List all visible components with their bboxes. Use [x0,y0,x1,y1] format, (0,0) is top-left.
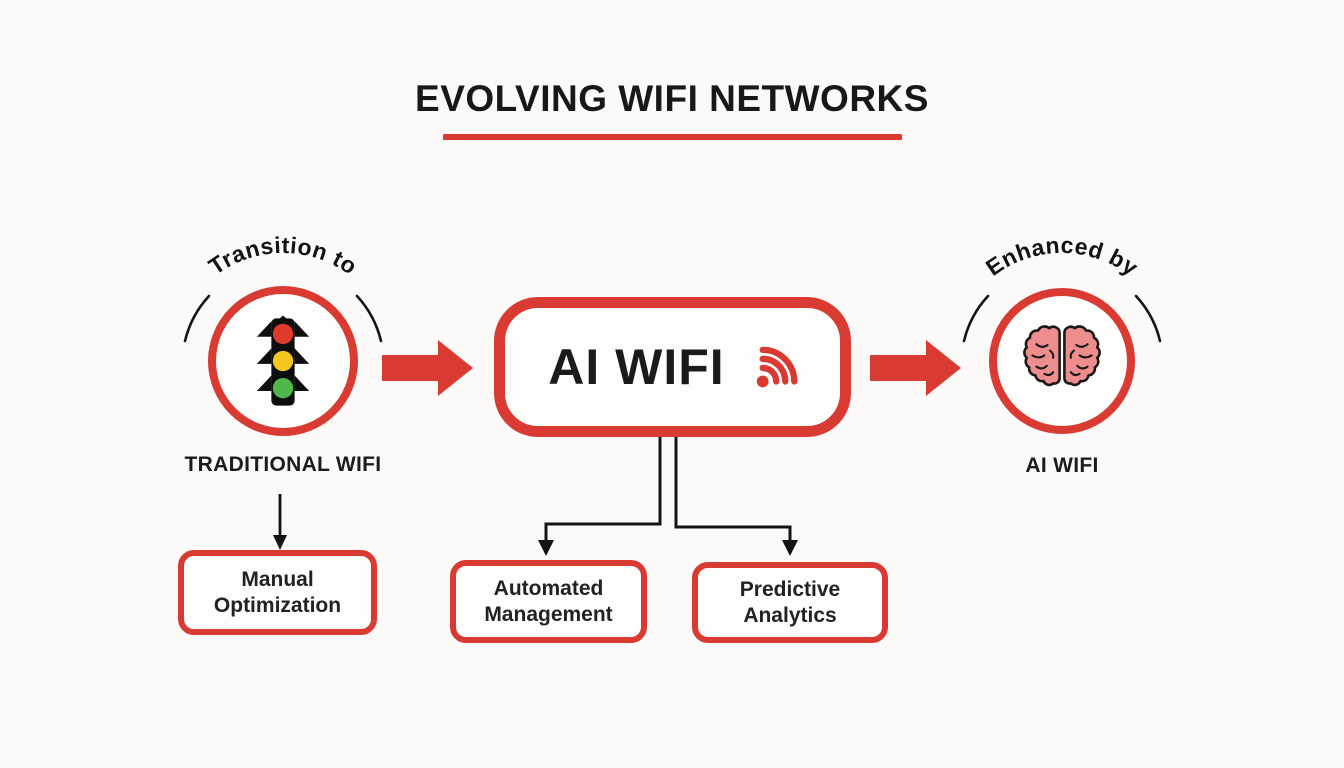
traditional-wifi-node [208,286,358,436]
arc-flourish-right [1134,294,1162,343]
transition-arc-label: Transition to [204,232,362,280]
flow-arrow-right-icon [870,340,961,396]
automated-management-box: Automated Management [450,560,647,643]
down-arrow-icon [273,494,287,550]
arc-flourish-right [355,294,383,343]
arc-flourish-left [183,294,211,343]
predictive-analytics-box: Predictive Analytics [692,562,888,643]
page-title: EVOLVING WIFI NETWORKS [415,78,929,119]
ai-wifi-node [989,288,1135,434]
enhanced-arc-label: Enhanced by [981,232,1143,281]
flow-arrow-right-icon [382,340,473,396]
traditional-wifi-label: TRADITIONAL WIFI [184,453,382,476]
ai-wifi-main-box: AI WIFI [494,297,851,437]
wifi-signal-icon [756,346,798,388]
branch-connectors [538,437,798,556]
ai-wifi-label: AI WIFI [1025,454,1099,477]
traffic-light-icon [256,315,310,406]
brain-icon [1023,325,1101,387]
arc-flourish-left [962,294,990,343]
title-underline [443,134,902,140]
manual-optimization-box: Manual Optimization [178,550,377,635]
ai-wifi-main-label: AI WIFI [548,339,725,395]
